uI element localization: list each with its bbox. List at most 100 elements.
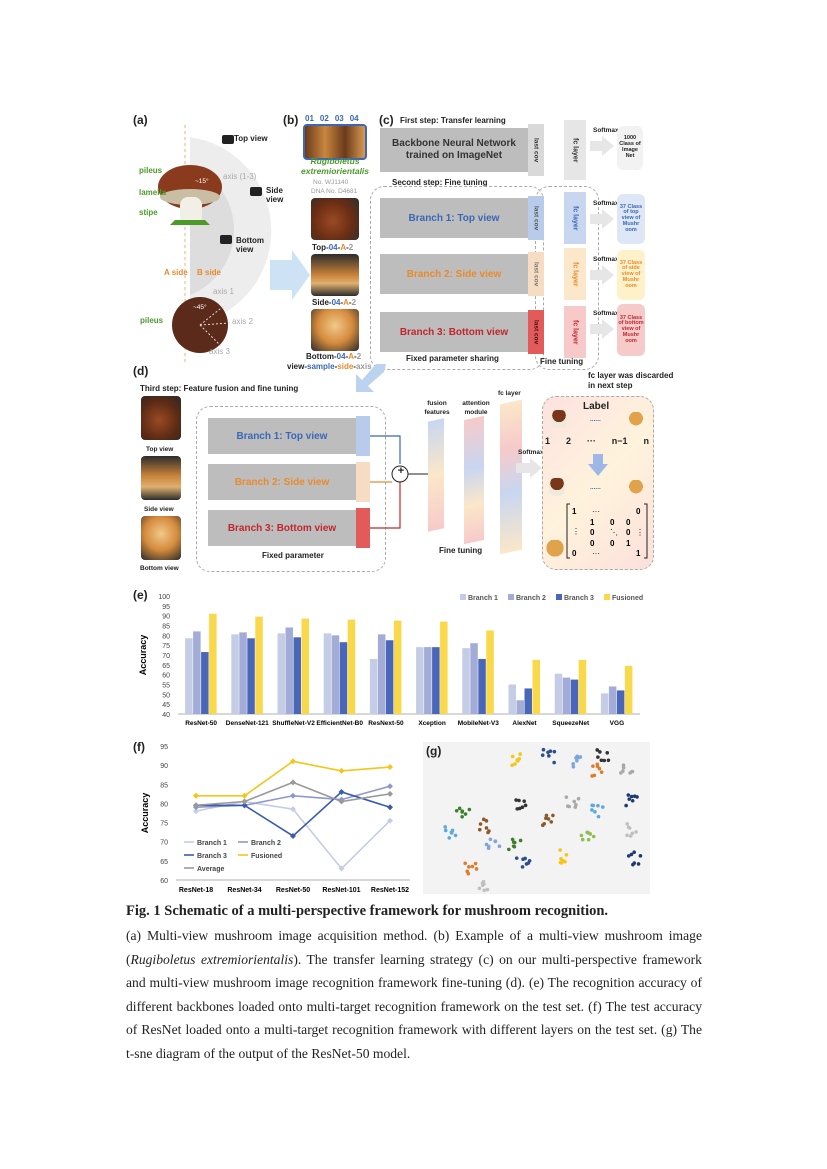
svg-text:⋱: ⋱ [610,528,618,537]
scatter-point [602,758,607,763]
scatter-point [477,886,482,891]
figure-caption-title: Fig. 1 Schematic of a multi-perspective … [126,903,609,919]
scatter-point [482,882,486,886]
fixed-parameter-frame [196,406,386,572]
scatter-point [627,797,632,801]
discarded-note: fc layer was discarded in next step [588,371,674,390]
branch3-block: Branch 3: Bottom view [380,312,528,352]
panel-c-label: (c) [379,113,394,127]
scatter-point [510,837,515,842]
y-tick-label: 60 [160,878,168,885]
d-softmax-label: Softmax [518,449,544,456]
bar [239,632,247,714]
scatter-point [450,828,455,833]
fc-layer-block-1: fc layer [564,120,586,180]
bar [209,613,217,714]
softmax-label-2: Softmax [593,200,619,207]
panel-f-label: (f) [133,740,145,754]
d-branch3-block: Branch 3: Bottom view [208,510,356,546]
scatter-point [567,804,572,809]
b-side-label: B side [197,268,222,277]
y-tick-label: 45 [162,702,170,709]
y-tick-label: 85 [162,624,170,631]
arrow-c-to-d [356,364,386,392]
bar [554,673,563,714]
svg-text:0: 0 [590,528,595,537]
scatter-point [572,799,577,804]
bar [524,688,532,714]
tsne-plot-background [423,742,650,894]
scatter-point [630,799,635,803]
y-tick-label: 95 [160,744,168,751]
sample-number: 02 [319,114,329,123]
y-tick-label: 55 [162,683,170,690]
bar [393,620,402,714]
scatter-point [482,888,487,893]
vector-item: 2 [565,436,571,446]
bar [470,643,478,714]
bottom-class-box: 37 Class of bottom view of Mushr oom [617,304,645,356]
d-side-photo [141,456,181,500]
x-tick-label: ResNet-101 [322,887,360,894]
scatter-point [630,831,635,836]
fc-layer-block-3: fc layer [564,248,586,300]
branch2-block: Branch 2: Side view [380,254,528,294]
scatter-point [590,808,594,812]
angle-45-label: ~45° [193,304,207,311]
fusion-features-label: fusion features [424,400,450,416]
bar [578,659,587,714]
bar [193,631,201,714]
scatter-point [541,747,546,752]
data-point [338,767,345,774]
bar [339,642,348,714]
bar [478,658,486,714]
scatter-point [596,755,600,759]
scatter-point [595,748,600,752]
top-view-label: Top view [234,134,268,143]
d-fine-tuning-label: Fine tuning [439,546,483,555]
y-tick-label: 95 [162,604,170,611]
scatter-point [466,871,471,876]
mushroom-icon [551,410,567,428]
axis-1-3-label: axis (1-3) [223,172,257,181]
panel-d-label: (d) [133,364,149,378]
x-tick-label: AlexNet [512,720,537,727]
sample-numbers: 01 02 03 04 [305,114,359,123]
y-tick-label: 65 [162,663,170,670]
bar [600,693,609,714]
softmax-label-4: Softmax [593,310,619,317]
legend-label: Branch 2 [251,840,281,847]
label-vector: 1 2 ··· n−1 n [545,436,649,446]
scatter-point [564,853,569,857]
data-point [193,792,199,799]
sample-photo-strip [303,124,367,160]
scatter-point [586,837,591,842]
scatter-point [513,762,517,766]
y-tick-label: 80 [160,801,168,808]
bar [532,659,540,714]
data-point [290,832,296,839]
scatter-point [477,827,482,832]
scatter-point [515,807,520,811]
x-tick-label: EfficientNet-B0 [316,720,363,727]
scatter-point [561,858,565,863]
scatter-point [588,832,593,836]
bottom-view-label: Bottom view [236,236,264,254]
y-tick-label: 40 [162,712,170,719]
scatter-point [576,796,581,801]
arrow-softmax-1 [590,136,614,156]
y-axis-label: Accuracy [140,793,150,834]
bar [424,647,432,714]
svg-text:0: 0 [636,507,641,516]
y-tick-label: 70 [162,653,170,660]
specimen-number: No. WJ1140 [313,179,349,186]
d-softmax-arrow [516,458,542,478]
caption-part: (a) Multi-view mushroom image acquisitio… [126,928,702,967]
identity-matrix: 1 ··· 0 1 0 0 ⋮ 0 ⋱ 0 ⋮ 0 0 1 0 ··· 1 [566,503,648,559]
scatter-point [546,817,551,821]
label-dots-bottom: ...... [590,484,601,491]
scatter-point [551,813,555,818]
second-step-title: Second step: Fine tuning [392,178,488,187]
scatter-point [624,803,628,808]
x-tick-label: ResNet-18 [179,887,213,894]
